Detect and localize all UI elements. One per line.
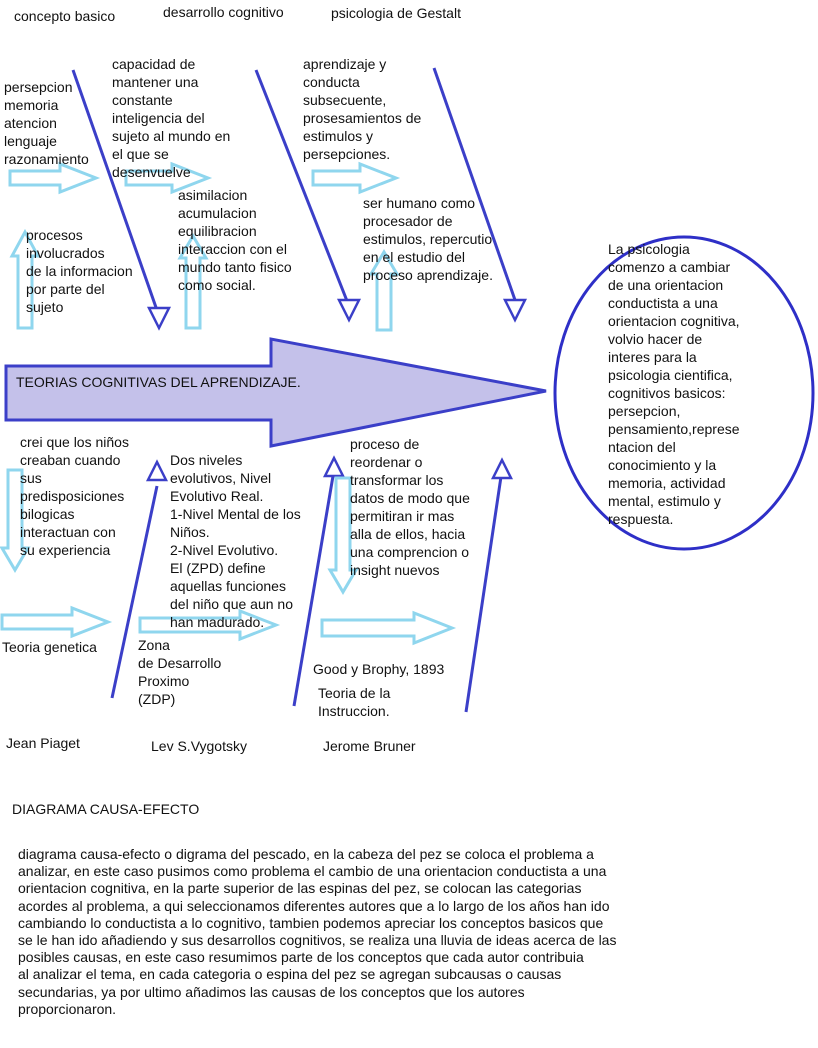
small-arrow-right bbox=[138, 608, 281, 642]
description-paragraph: diagrama causa-efecto o digrama del pesc… bbox=[18, 846, 617, 1017]
small-arrow-right bbox=[124, 161, 213, 195]
bone-top-3-arrowhead bbox=[502, 298, 528, 323]
section-title: DIAGRAMA CAUSA-EFECTO bbox=[12, 801, 200, 817]
category-psicologia-gestalt: psicologia de Gestalt bbox=[331, 5, 461, 21]
small-arrow-down bbox=[327, 476, 359, 595]
subcause-desarrollo: asimilacion acumulacion equilibracion in… bbox=[178, 187, 292, 293]
category-desarrollo-cognitivo: desarrollo cognitivo bbox=[163, 4, 284, 20]
bone-bottom-1-arrowhead bbox=[145, 459, 169, 482]
bone-bottom-1 bbox=[110, 485, 159, 699]
small-arrow-right bbox=[320, 610, 457, 646]
bone-top-1-arrowhead bbox=[146, 306, 172, 331]
category-concepto-basico: concepto basico bbox=[14, 8, 116, 24]
small-arrow-up bbox=[9, 228, 41, 330]
small-arrow-right bbox=[8, 161, 101, 195]
bone-top-2-arrowhead bbox=[336, 298, 362, 323]
subcause-bruner: proceso de reordenar o transformar los d… bbox=[350, 436, 470, 578]
cause-concepto-items: persepcion memoria atencion lenguaje raz… bbox=[4, 79, 89, 167]
small-arrow-up bbox=[368, 249, 400, 332]
category-jean-piaget: Jean Piaget bbox=[6, 735, 80, 751]
bone-bottom-2 bbox=[292, 475, 335, 707]
bone-top-3 bbox=[432, 67, 517, 301]
cause-vygotsky-item: Zona de Desarrollo Proximo (ZDP) bbox=[138, 637, 222, 707]
fish-head bbox=[553, 235, 815, 551]
category-jerome-bruner: Jerome Bruner bbox=[323, 738, 416, 754]
cause-piaget-item: Teoria genetica bbox=[2, 639, 97, 655]
bone-bottom-3-arrowhead bbox=[490, 457, 514, 480]
subcause-gestalt: ser humano como procesador de estimulos,… bbox=[363, 195, 493, 283]
category-lev-vygotsky: Lev S.Vygotsky bbox=[151, 738, 247, 754]
cause-desarrollo-items: capacidad de mantener una constante inte… bbox=[112, 56, 231, 180]
cause-bruner-item-2: Teoria de la Instruccion. bbox=[318, 685, 391, 719]
cause-bruner-item: Good y Brophy, 1893 bbox=[313, 661, 445, 677]
bone-top-2 bbox=[254, 69, 351, 307]
cause-gestalt-items: aprendizaje y conducta subsecuente, pros… bbox=[303, 56, 422, 162]
bone-bottom-2-arrowhead bbox=[322, 455, 346, 478]
subcause-concepto: procesos involucrados de la informacion … bbox=[26, 227, 133, 315]
spine-label: TEORIAS COGNITIVAS DEL APRENDIZAJE. bbox=[16, 374, 301, 390]
bone-top-1 bbox=[71, 69, 161, 317]
bone-bottom-3 bbox=[464, 469, 504, 713]
spine-arrow bbox=[4, 337, 547, 448]
small-arrow-right bbox=[0, 605, 113, 639]
fish-head-problem: La psicologia comenzo a cambiar de una o… bbox=[608, 241, 740, 527]
small-arrow-up bbox=[177, 233, 209, 330]
small-arrow-right bbox=[311, 161, 401, 195]
small-arrow-down bbox=[0, 468, 31, 573]
subcause-vygotsky: Dos niveles evolutivos, Nivel Evolutivo … bbox=[170, 452, 301, 630]
subcause-piaget: crei que los niños creaban cuando sus pr… bbox=[20, 434, 129, 558]
